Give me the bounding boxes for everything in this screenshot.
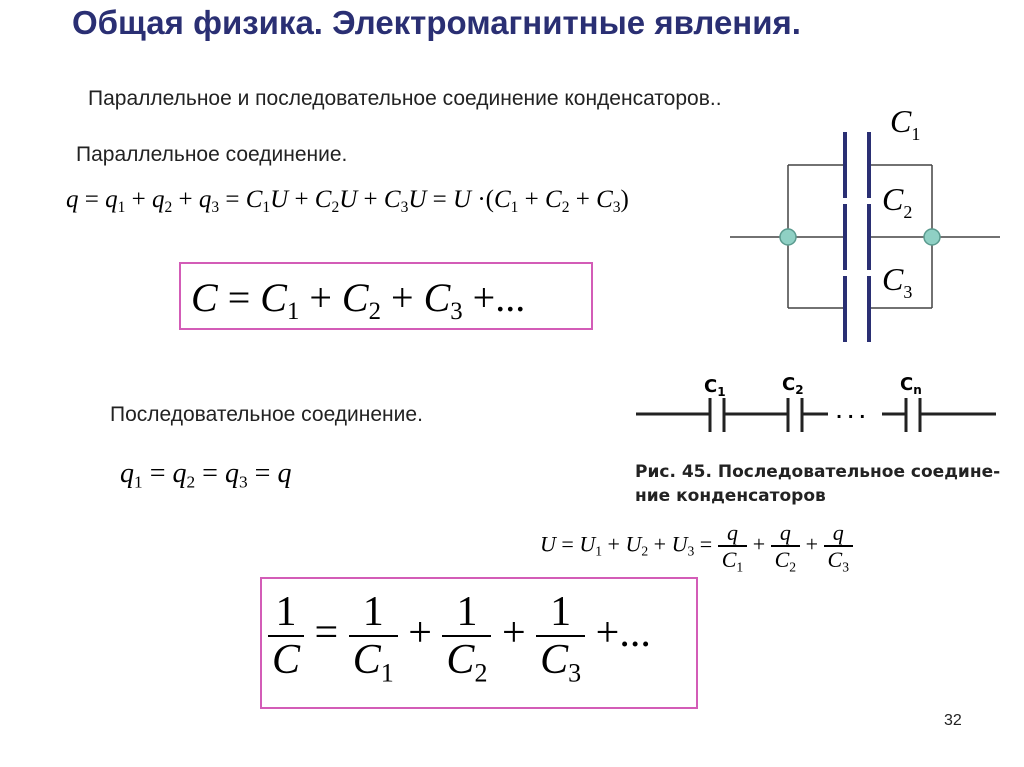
slide-subtitle: Параллельное и последовательное соединен… (88, 87, 722, 110)
junction-node-left (779, 228, 797, 246)
page-number: 32 (944, 712, 962, 729)
parallel-charge-formula: q = q1 + q2 + q3 = C1U + C2U + C3U = U ·… (66, 186, 629, 216)
capacitor-label-c3: C3 (882, 261, 912, 302)
junction-node-right (923, 228, 941, 246)
slide-title: Общая физика. Электромагнитные явления. (72, 4, 801, 41)
capacitor-label-c2: C2 (882, 181, 912, 222)
parallel-heading: Параллельное соединение. (76, 143, 348, 166)
parallel-capacitance-box: C = C1 + C2 + C3 +... (179, 262, 593, 330)
parallel-circuit-diagram: C1 C2 C3 (730, 103, 1000, 342)
series-dots: . . . (836, 403, 865, 422)
series-circuit-figure: . . . C1 C2 Cn (636, 374, 996, 432)
series-heading: Последовательное соединение. (110, 403, 423, 426)
series-label-cn: Cn (900, 374, 922, 397)
series-label-c2: C2 (782, 374, 804, 397)
series-charge-formula: q1 = q2 = q3 = q (120, 458, 292, 492)
capacitor-label-c1: C1 (890, 103, 920, 144)
series-label-c1: C1 (704, 376, 726, 399)
figure-caption: Рис. 45. Последовательное соедине- ние к… (635, 462, 1001, 506)
